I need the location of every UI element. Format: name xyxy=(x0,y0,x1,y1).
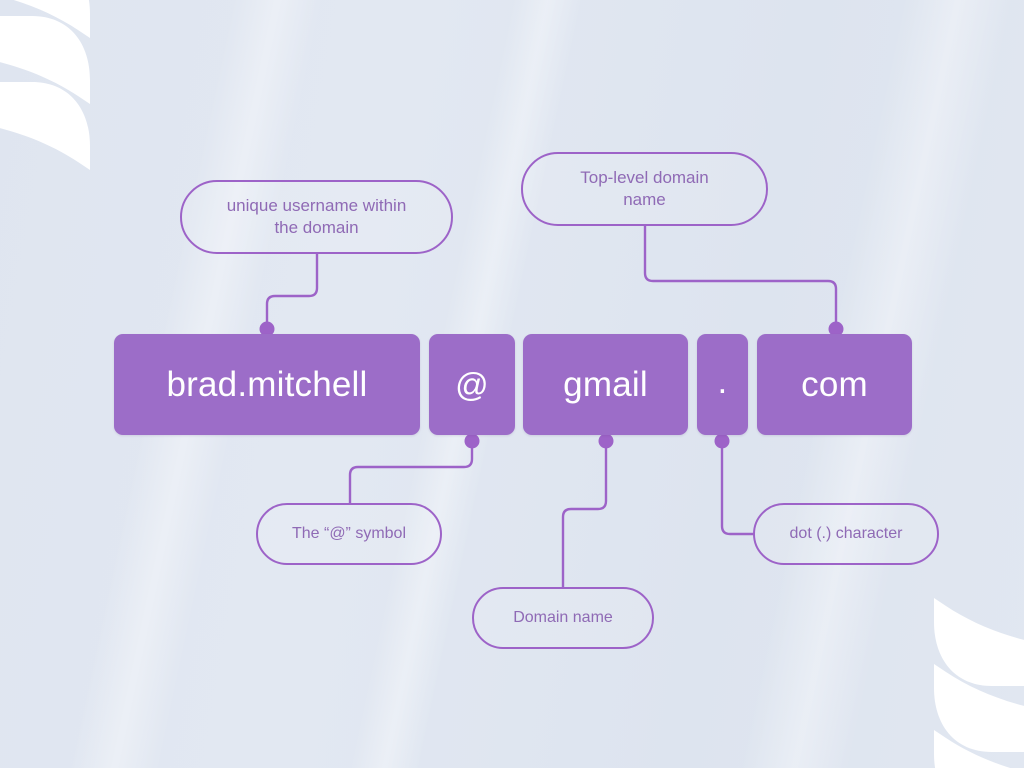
connector-tld xyxy=(643,224,838,326)
callout-at-symbol-label: The “@” symbol xyxy=(291,525,407,543)
email-token-at-symbol[interactable]: @ xyxy=(429,334,515,435)
connector-domain xyxy=(561,444,608,589)
connector-at xyxy=(348,444,474,505)
email-token-domain-text: gmail xyxy=(563,365,648,404)
callout-domain-name-label: Domain name xyxy=(513,609,613,627)
email-token-dot[interactable]: . xyxy=(697,334,748,435)
callout-at-symbol[interactable]: The “@” symbol xyxy=(256,503,442,565)
callout-username[interactable]: unique username within the domain xyxy=(180,180,453,254)
callout-dot-character[interactable]: dot (.) character xyxy=(753,503,939,565)
email-token-dot-text: . xyxy=(717,362,728,401)
callout-tld-line2: name xyxy=(623,190,666,209)
email-token-username-text: brad.mitchell xyxy=(166,365,368,404)
email-token-domain[interactable]: gmail xyxy=(523,334,688,435)
endpoint-dot-at xyxy=(464,433,480,449)
email-token-username[interactable]: brad.mitchell xyxy=(114,334,420,435)
endpoint-dot-dotchar xyxy=(714,433,730,449)
callout-username-line1: unique username within xyxy=(226,195,407,215)
callout-top-level-domain[interactable]: Top-level domain name xyxy=(521,152,768,226)
decorative-stripes-top-left xyxy=(0,0,150,190)
connector-dotchar xyxy=(720,444,755,536)
callout-username-line2: the domain xyxy=(274,218,359,237)
callout-dot-character-label: dot (.) character xyxy=(789,525,903,543)
callout-tld-line1: Top-level domain xyxy=(580,167,709,187)
endpoint-dot-domain xyxy=(598,433,614,449)
email-token-tld-text: com xyxy=(801,365,868,404)
callout-domain-name[interactable]: Domain name xyxy=(472,587,654,649)
email-token-tld[interactable]: com xyxy=(757,334,912,435)
email-token-at-symbol-text: @ xyxy=(455,366,489,403)
decorative-stripes-bottom-right xyxy=(874,578,1024,768)
connector-username xyxy=(265,252,319,326)
